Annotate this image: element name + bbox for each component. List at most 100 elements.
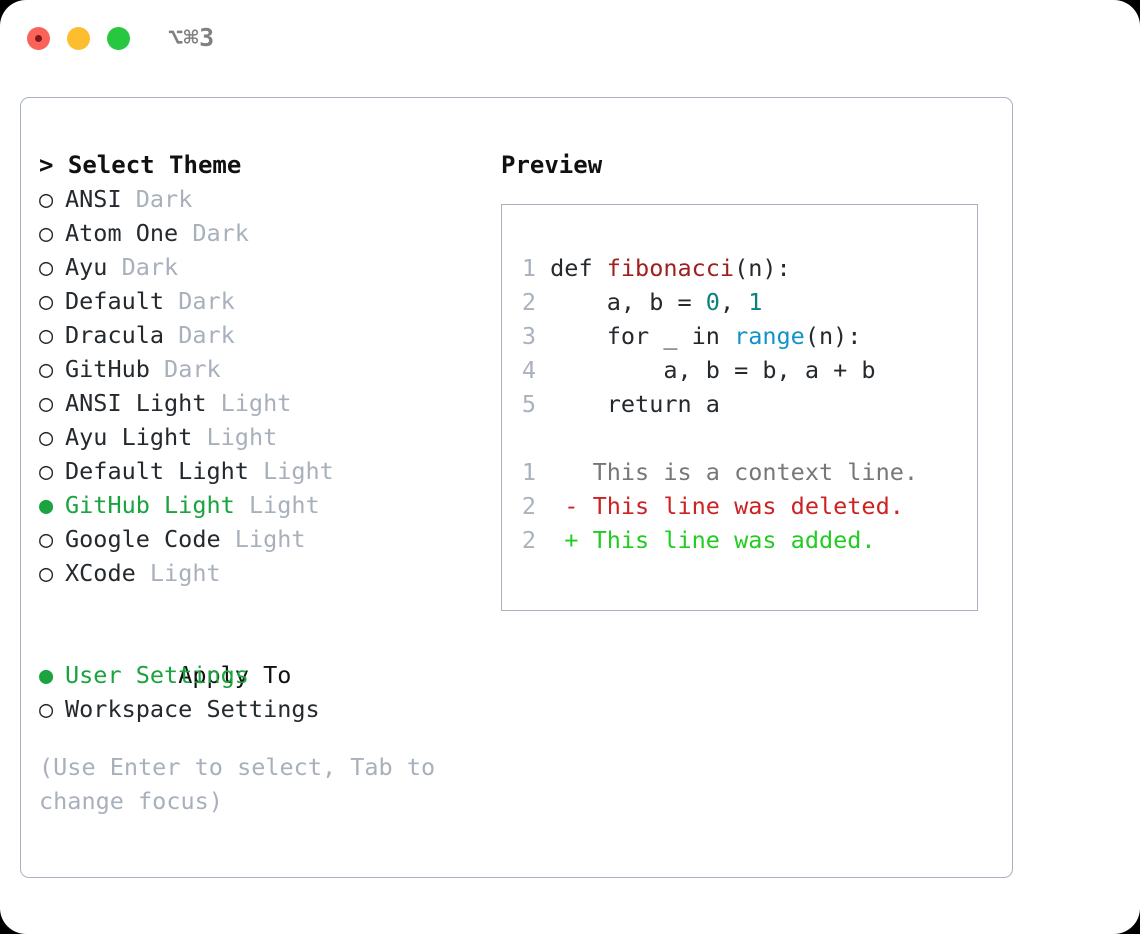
theme-option-label: ANSI Light xyxy=(65,389,207,417)
radio-unselected-icon: ○ xyxy=(39,423,54,451)
code-token-plain: a, b = xyxy=(550,288,706,316)
preview-heading: Preview xyxy=(501,151,603,179)
radio-unselected-icon: ○ xyxy=(39,185,54,213)
apply-to-option-label: User Settings xyxy=(65,661,249,689)
theme-option-tag: Dark xyxy=(178,321,235,349)
theme-option-label: GitHub xyxy=(65,355,150,383)
diff-line-number: 1 xyxy=(521,458,536,486)
diff-sign xyxy=(564,458,578,486)
theme-option-xcode[interactable]: ○ XCode Light xyxy=(39,556,479,590)
list-spacer xyxy=(39,590,479,624)
diff-line-del: 2 - This line was deleted. xyxy=(514,489,971,523)
title-bar: ⌥⌘3 xyxy=(0,0,1140,78)
theme-option-default-light[interactable]: ○Default Light Light xyxy=(39,454,479,488)
diff-line-add: 2 + This line was added. xyxy=(514,523,971,557)
apply-to-option-workspace-settings[interactable]: ○Workspace Settings xyxy=(39,692,479,726)
code-line-number: 2 xyxy=(521,288,536,316)
theme-option-label: Ayu Light xyxy=(65,423,193,451)
preview-column: Preview 1 def fibonacci(n): 2 a, b = 0, 1… xyxy=(501,148,1001,611)
theme-option-label: Default Light xyxy=(65,457,249,485)
code-line: 5 return a xyxy=(514,387,971,421)
close-icon xyxy=(35,35,42,42)
apply-to-list: ● User Settings ○Workspace Settings xyxy=(39,658,479,726)
radio-unselected-icon: ○ xyxy=(39,219,54,247)
code-line-number: 5 xyxy=(521,390,536,418)
keyboard-hint: (Use Enter to select, Tab to change focu… xyxy=(39,753,436,815)
close-button[interactable] xyxy=(27,27,50,50)
theme-option-label: XCode xyxy=(65,559,136,587)
radio-unselected-icon: ○ xyxy=(39,559,54,587)
theme-option-ayu[interactable]: ○ Ayu Dark xyxy=(39,250,479,284)
radio-unselected-icon: ○ xyxy=(39,457,54,485)
code-token-num: 0 xyxy=(705,288,720,316)
theme-option-label: ANSI xyxy=(65,185,122,213)
theme-option-default[interactable]: ○ Default Dark xyxy=(39,284,479,318)
radio-selected-icon: ● xyxy=(39,491,54,519)
code-token-call: range xyxy=(734,322,805,350)
theme-option-tag: Dark xyxy=(164,355,221,383)
radio-unselected-icon: ○ xyxy=(39,389,54,417)
diff-line-number: 2 xyxy=(521,492,536,520)
select-theme-heading: > Select Theme xyxy=(39,151,242,179)
code-diff-gap xyxy=(514,421,971,455)
theme-option-label: GitHub Light xyxy=(65,491,235,519)
radio-unselected-icon: ○ xyxy=(39,321,54,349)
theme-option-atom-one[interactable]: ○Atom One Dark xyxy=(39,216,479,250)
apply-to-heading-label: Apply To xyxy=(178,661,292,689)
theme-option-tag: Light xyxy=(206,423,278,451)
radio-unselected-icon: ○ xyxy=(39,253,54,281)
code-line: 1 def fibonacci(n): xyxy=(514,251,971,285)
diff-sign: + xyxy=(564,526,579,554)
code-line-number: 3 xyxy=(521,322,536,350)
radio-unselected-icon: ○ xyxy=(39,287,54,315)
theme-option-dracula[interactable]: ○ Dracula Dark xyxy=(39,318,479,352)
theme-option-tag: Light xyxy=(248,491,320,519)
code-line: 3 for _ in range(n): xyxy=(514,319,971,353)
code-token-plain: , xyxy=(719,288,749,316)
preview-content: 1 def fibonacci(n): 2 a, b = 0, 1 3 for _ … xyxy=(514,251,971,557)
maximize-button[interactable] xyxy=(107,27,130,50)
apply-to-heading: Apply To xyxy=(39,624,479,689)
code-token-plain: (n): xyxy=(734,254,791,282)
theme-option-tag: Light xyxy=(149,559,221,587)
theme-option-tag: Light xyxy=(220,389,292,417)
theme-option-tag: Dark xyxy=(178,287,235,315)
window-title: ⌥⌘3 xyxy=(168,23,215,52)
radio-selected-icon: ● xyxy=(39,661,54,689)
theme-option-github-light[interactable]: ● GitHub Light Light xyxy=(39,488,479,522)
radio-unselected-icon: ○ xyxy=(39,695,54,723)
code-token-plain: a, b = b, a + b xyxy=(550,356,876,384)
code-line-number: 4 xyxy=(521,356,536,384)
theme-option-label: Default xyxy=(65,287,165,315)
theme-option-tag: Dark xyxy=(121,253,179,281)
code-token-plain: for _ in xyxy=(550,322,735,350)
code-line-number: 1 xyxy=(521,254,536,282)
code-token-num: 1 xyxy=(748,288,763,316)
diff-text: This is a context line. xyxy=(578,458,919,486)
theme-option-ansi[interactable]: ○ ANSI Dark xyxy=(39,182,479,216)
diff-sample: 1 This is a context line. 2 - This line w… xyxy=(514,455,971,557)
code-token-plain: (n): xyxy=(804,322,862,350)
theme-list: ○ ANSI Dark ○ Atom One Dark ○ Ayu Dark ○ Defaul… xyxy=(39,182,479,590)
theme-option-ansi-light[interactable]: ○ ANSI Light Light xyxy=(39,386,479,420)
diff-text: This line was deleted. xyxy=(578,492,904,520)
theme-option-tag: Dark xyxy=(135,185,193,213)
theme-option-label: Dracula xyxy=(65,321,165,349)
theme-option-google-code[interactable]: ○ Google Code Light xyxy=(39,522,479,556)
theme-option-label: Ayu xyxy=(65,253,108,281)
preview-box: 1 def fibonacci(n): 2 a, b = 0, 1 3 for _ … xyxy=(501,204,978,611)
theme-option-tag: Light xyxy=(234,525,306,553)
theme-option-ayu-light[interactable]: ○ Ayu Light Light xyxy=(39,420,479,454)
minimize-button[interactable] xyxy=(67,27,90,50)
theme-option-label: Atom One xyxy=(65,219,179,247)
diff-sign: - xyxy=(564,492,579,520)
theme-option-github[interactable]: ○GitHub Dark xyxy=(39,352,479,386)
code-token-fn: fibonacci xyxy=(606,254,735,282)
theme-option-label: Google Code xyxy=(65,525,221,553)
radio-unselected-icon: ○ xyxy=(39,525,54,553)
main-panel: > Select Theme ○ANSI Dark○Atom One Dark○… xyxy=(20,97,1013,878)
diff-line-number: 2 xyxy=(521,526,536,554)
apply-to-option-user-settings[interactable]: ● User Settings xyxy=(39,658,479,692)
code-token-plain: return a xyxy=(550,390,720,418)
